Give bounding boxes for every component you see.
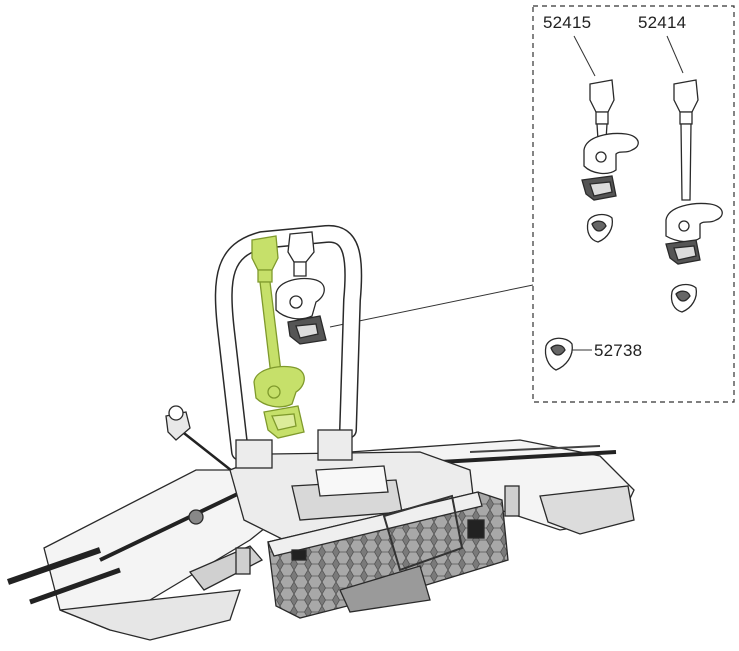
clamp-arm-rear: [275, 231, 327, 345]
left-wheel-rail: [7, 469, 302, 641]
part-number-52415: 52415: [543, 13, 591, 32]
short-clamp-arm-52415: [581, 79, 639, 243]
long-clamp-arm-52414: [665, 79, 723, 313]
license-plate-light-board: [267, 491, 509, 619]
callout-leader-line: [329, 284, 534, 328]
callout-frame: [532, 5, 735, 403]
strap-cable-left: [165, 405, 247, 483]
leader-52414: [666, 35, 684, 74]
highlighted-clamp-arm: [251, 235, 305, 439]
part-number-52738: 52738: [594, 341, 642, 360]
part-number-52414: 52414: [638, 13, 686, 32]
leader-52415: [573, 35, 596, 77]
rubber-strap-52738: [544, 337, 573, 371]
bike-carrier-assembly: [7, 224, 635, 641]
spare-parts-callout: 52415 52414 52738: [329, 5, 735, 403]
